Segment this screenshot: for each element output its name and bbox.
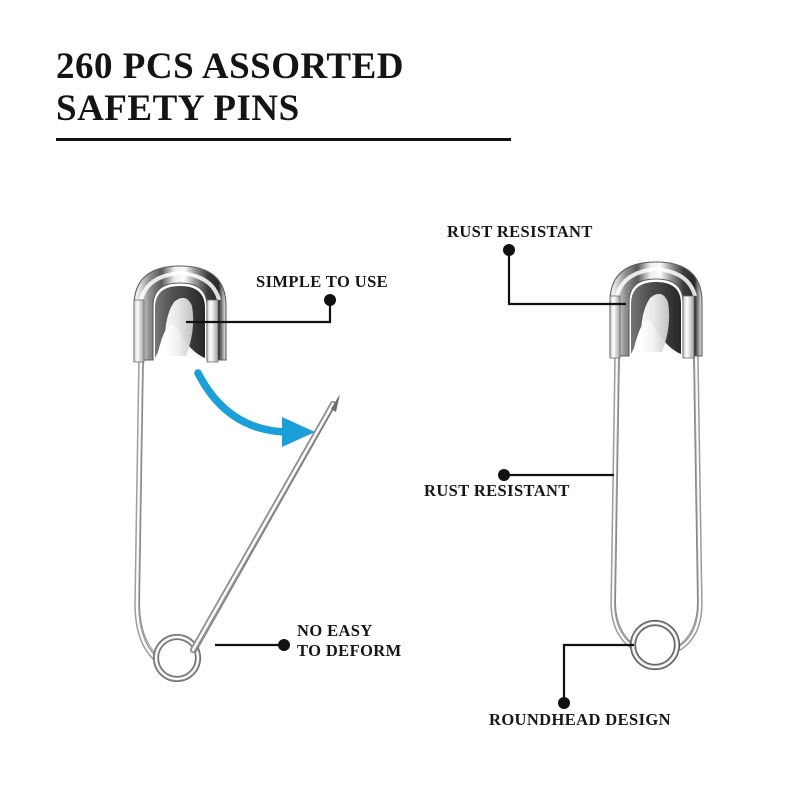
leader-simple-to-use: [186, 294, 336, 324]
left-pin-clasp-head: [133, 265, 227, 363]
leader-dot-roundhead-design: [558, 697, 570, 709]
right-pin-coil: [629, 619, 681, 671]
callout-label-roundhead-design: ROUNDHEAD DESIGN: [489, 710, 671, 729]
leader-dot-no-easy-to-deform: [278, 639, 290, 651]
right-pin-clasp-head: [609, 261, 703, 359]
leader-dot-rust-resistant-top: [503, 244, 515, 256]
right-pin-closed: [609, 261, 703, 671]
leader-dot-rust-resistant-middle: [498, 469, 510, 481]
left-pin-coil: [152, 633, 202, 683]
left-pin-open: [133, 265, 340, 683]
callout-label-rust-resistant-middle: RUST RESISTANT: [424, 481, 570, 500]
leader-rust-resistant-top: [503, 244, 626, 306]
leader-no-easy-to-deform: [215, 639, 290, 651]
leader-dot-simple-to-use: [324, 294, 336, 306]
page-title: 260 PCS ASSORTED SAFETY PINS: [56, 46, 405, 129]
right-pin-shaft: [610, 347, 703, 651]
open-motion-arrow-icon: [194, 369, 315, 447]
leader-roundhead-design: [558, 643, 634, 709]
left-pin-needle-arm: [189, 394, 340, 654]
callout-label-no-easy-to-deform: NO EASY TO DEFORM: [297, 621, 402, 660]
callout-label-simple-to-use: SIMPLE TO USE: [256, 272, 389, 291]
title-divider-rule: [56, 138, 511, 141]
title-block: 260 PCS ASSORTED SAFETY PINS: [56, 46, 616, 141]
leader-rust-resistant-middle: [498, 469, 614, 481]
left-pin-shaft: [134, 349, 158, 661]
callout-label-rust-resistant-top: RUST RESISTANT: [447, 222, 593, 241]
